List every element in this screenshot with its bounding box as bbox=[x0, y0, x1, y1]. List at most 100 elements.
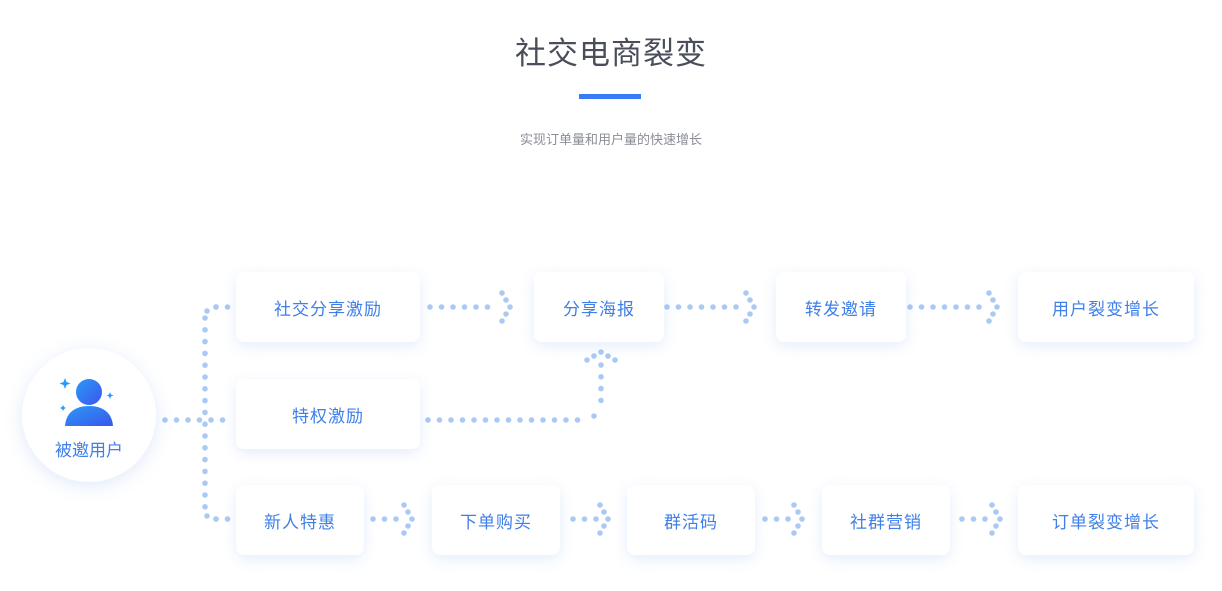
connector-dot bbox=[505, 417, 512, 423]
connector-dot bbox=[593, 516, 599, 522]
arrow-head-dot bbox=[993, 509, 999, 515]
arrow-head-dot bbox=[405, 523, 411, 529]
arrow-head-dot bbox=[597, 530, 603, 536]
arrow-head-dot bbox=[499, 290, 505, 296]
connector-dot bbox=[484, 304, 491, 310]
connector-dot bbox=[598, 362, 604, 368]
arrow-head-dot bbox=[605, 353, 611, 359]
connector-dot bbox=[202, 397, 208, 404]
connector-dot bbox=[202, 421, 208, 428]
node-order: 下单购买 bbox=[432, 485, 560, 555]
connector-dot bbox=[204, 513, 210, 519]
connector-dot bbox=[173, 417, 180, 423]
connector-dot bbox=[202, 480, 208, 487]
arrow-head-dot bbox=[605, 516, 611, 522]
connector-dot bbox=[202, 362, 208, 369]
connector-dot bbox=[448, 417, 454, 423]
connector-dot bbox=[224, 304, 231, 310]
connector-dot bbox=[563, 417, 569, 423]
connector-dot bbox=[196, 417, 203, 423]
connector-dot bbox=[202, 492, 208, 498]
connector-dot bbox=[785, 516, 791, 522]
connector-dot bbox=[202, 456, 208, 463]
connector-dot bbox=[664, 304, 670, 310]
connector-dot bbox=[598, 397, 604, 404]
connector-dot bbox=[202, 374, 208, 380]
arrow-head-dot bbox=[601, 523, 607, 529]
arrow-head-dot bbox=[747, 297, 753, 303]
connector-dot bbox=[710, 304, 716, 310]
connector-dot bbox=[208, 417, 214, 423]
node-group-code: 群活码 bbox=[627, 485, 755, 555]
arrow-head-dot bbox=[584, 357, 590, 363]
connector-dot bbox=[959, 516, 965, 522]
connector-dot bbox=[459, 417, 466, 423]
start-node-label: 被邀用户 bbox=[55, 441, 123, 461]
start-node-invited-user: 被邀用户 bbox=[22, 348, 156, 482]
arrow-head-dot bbox=[795, 509, 801, 515]
arrow-head-dot bbox=[743, 318, 749, 324]
arrow-head-dot bbox=[401, 530, 407, 536]
node-community: 社群营销 bbox=[822, 485, 950, 555]
connector-dot bbox=[721, 304, 728, 310]
arrow-head-dot bbox=[503, 297, 509, 303]
arrow-head-dot bbox=[405, 509, 411, 515]
connector-dot bbox=[162, 417, 168, 423]
arrow-head-dot bbox=[791, 502, 797, 508]
connector-dot bbox=[551, 417, 558, 423]
arrow-head-dot bbox=[503, 311, 509, 317]
node-social-share: 社交分享激励 bbox=[236, 272, 420, 342]
connector-dot bbox=[450, 304, 456, 310]
node-forward-invite: 转发邀请 bbox=[776, 272, 906, 342]
arrow-head-dot bbox=[990, 297, 996, 303]
connector-dot bbox=[907, 304, 913, 310]
arrow-head-dot bbox=[990, 311, 996, 317]
connector-dot bbox=[494, 417, 500, 423]
connector-dot bbox=[598, 374, 604, 380]
connector-dot bbox=[202, 409, 208, 416]
connector-dot bbox=[185, 417, 191, 423]
connector-dot bbox=[976, 304, 982, 310]
arrow-head-dot bbox=[986, 318, 992, 324]
connector-dot bbox=[436, 417, 443, 423]
connector-dot bbox=[202, 338, 208, 345]
connector-dot bbox=[370, 516, 376, 522]
node-order-growth: 订单裂变增长 bbox=[1018, 485, 1194, 555]
arrow-head-dot bbox=[989, 530, 995, 536]
connector-dot bbox=[473, 304, 479, 310]
connector-dot bbox=[461, 304, 468, 310]
connector-dot bbox=[675, 304, 682, 310]
connector-dot bbox=[762, 516, 768, 522]
node-privilege: 特权激励 bbox=[236, 379, 420, 449]
connector-dot bbox=[528, 417, 535, 423]
connector-dot bbox=[687, 304, 693, 310]
arrow-head-dot bbox=[747, 311, 753, 317]
connector-dot bbox=[698, 304, 705, 310]
connector-dot bbox=[918, 304, 925, 310]
user-icon bbox=[59, 378, 114, 426]
connector-dot bbox=[471, 417, 477, 423]
page-title: 社交电商裂变 bbox=[515, 36, 707, 72]
arrow-head-dot bbox=[409, 516, 415, 522]
arrow-head-dot bbox=[751, 304, 757, 310]
connector-dot bbox=[202, 433, 208, 439]
connector-dot bbox=[941, 304, 948, 310]
connector-dot bbox=[213, 304, 219, 310]
connector-dot bbox=[202, 386, 208, 392]
connector-dot bbox=[204, 308, 210, 314]
connector-dot bbox=[482, 417, 489, 423]
connector-dot bbox=[219, 417, 226, 423]
arrow-head-dot bbox=[791, 530, 797, 536]
connector-dot bbox=[570, 516, 576, 522]
connector-dot bbox=[224, 516, 231, 522]
page-subtitle: 实现订单量和用户量的快速增长 bbox=[519, 133, 702, 148]
connector-dot bbox=[393, 516, 399, 522]
arrow-head-dot bbox=[507, 304, 513, 310]
connector-dot bbox=[930, 304, 936, 310]
connector-dot bbox=[202, 350, 208, 357]
connector-dot bbox=[425, 417, 431, 423]
connector-dot bbox=[438, 304, 445, 310]
arrow-head-dot bbox=[499, 318, 505, 324]
connector-dot bbox=[970, 516, 977, 522]
arrow-head-dot bbox=[993, 523, 999, 529]
